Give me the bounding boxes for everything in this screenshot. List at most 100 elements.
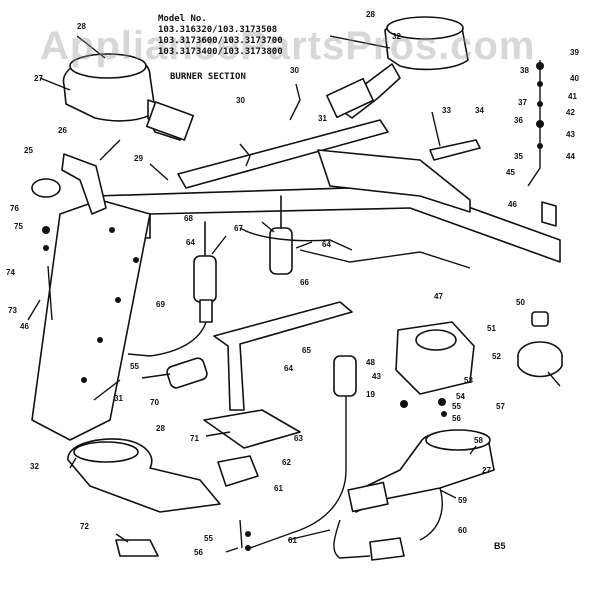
bracket-61	[369, 537, 405, 561]
callout-34: 34	[475, 106, 484, 115]
callout-69: 69	[156, 300, 165, 309]
callout-60: 60	[458, 526, 467, 535]
model-line-3: 103.3173400/103.3173800	[158, 47, 283, 57]
callout-55: 55	[130, 362, 139, 371]
bracket-45	[541, 201, 557, 227]
wire-30b	[239, 143, 251, 167]
callout-65: 65	[302, 346, 311, 355]
callout-59: 59	[458, 496, 467, 505]
cap-50	[531, 311, 549, 327]
frame-right	[317, 149, 471, 213]
callout-25: 25	[24, 146, 33, 155]
callout-56: 56	[452, 414, 461, 423]
burner-bottom-right	[347, 429, 495, 513]
callout-71: 71	[190, 434, 199, 443]
callout-30: 30	[290, 66, 299, 75]
callout-64: 64	[322, 240, 331, 249]
callout-56: 56	[194, 548, 203, 557]
callout-58: 58	[474, 436, 483, 445]
callout-55: 55	[204, 534, 213, 543]
callout-44: 44	[566, 152, 575, 161]
callout-27: 27	[482, 466, 491, 475]
callout-53: 53	[464, 376, 473, 385]
callout-27: 27	[34, 74, 43, 83]
callout-36: 36	[514, 116, 523, 125]
burner-top-right	[326, 16, 469, 119]
tube-67	[239, 227, 353, 251]
regulator-assembly	[395, 321, 475, 395]
callout-31: 31	[318, 114, 327, 123]
callout-35: 35	[514, 152, 523, 161]
callout-37: 37	[518, 98, 527, 107]
callout-40: 40	[570, 74, 579, 83]
callout-43: 43	[372, 372, 381, 381]
callout-42: 42	[566, 108, 575, 117]
callout-57: 57	[496, 402, 505, 411]
callout-46: 46	[20, 322, 29, 331]
callout-39: 39	[570, 48, 579, 57]
callout-31: 31	[114, 394, 123, 403]
section-title: BURNER SECTION	[170, 72, 246, 82]
callout-28: 28	[156, 424, 165, 433]
callout-72: 72	[80, 522, 89, 531]
bracket-26	[61, 153, 107, 215]
tube-69	[127, 321, 207, 357]
callout-45: 45	[506, 168, 515, 177]
callout-33: 33	[442, 106, 451, 115]
callout-68: 68	[184, 214, 193, 223]
callout-76: 76	[10, 204, 19, 213]
burner-bottom-left	[67, 438, 259, 513]
callout-38: 38	[520, 66, 529, 75]
valve-64-left	[193, 221, 217, 323]
page-code: B5	[494, 541, 506, 551]
mounting-plate-62	[203, 409, 301, 449]
callout-19: 19	[366, 390, 375, 399]
bracket-72	[115, 539, 159, 557]
callout-26: 26	[58, 126, 67, 135]
tube-59	[419, 487, 443, 541]
callout-61: 61	[288, 536, 297, 545]
tube-61-left	[239, 519, 243, 549]
solenoid-70	[166, 357, 208, 389]
model-line-2: 103.3173600/103.3173700	[158, 36, 283, 46]
callout-70: 70	[150, 398, 159, 407]
callout-41: 41	[568, 92, 577, 101]
model-line-1: 103.316320/103.3173508	[158, 25, 278, 35]
igniter-tube-34	[429, 139, 481, 161]
crossbar-31	[177, 119, 389, 189]
frame-left-46	[31, 199, 151, 441]
callout-73: 73	[8, 306, 17, 315]
stack-38-44	[527, 60, 541, 187]
callout-46: 46	[508, 200, 517, 209]
callout-75: 75	[14, 222, 23, 231]
wire-30	[289, 83, 301, 121]
callout-54: 54	[456, 392, 465, 401]
callout-32: 32	[392, 32, 401, 41]
callout-43: 43	[566, 130, 575, 139]
manifold-pipe-65	[213, 301, 353, 411]
model-label: Model No.	[158, 14, 207, 24]
burner-top-left	[62, 53, 195, 141]
callout-64: 64	[186, 238, 195, 247]
callout-66: 66	[300, 278, 309, 287]
tube-61-right	[333, 519, 371, 559]
callout-47: 47	[434, 292, 443, 301]
regulator-dome-52	[517, 341, 563, 378]
tube-63	[249, 396, 347, 549]
callout-62: 62	[282, 458, 291, 467]
callout-51: 51	[487, 324, 496, 333]
tube-66	[299, 249, 471, 269]
callout-48: 48	[366, 358, 375, 367]
callout-63: 63	[294, 434, 303, 443]
callout-28: 28	[77, 22, 86, 31]
callout-52: 52	[492, 352, 501, 361]
callout-67: 67	[234, 224, 243, 233]
callout-28: 28	[366, 10, 375, 19]
callout-55: 55	[452, 402, 461, 411]
igniter-25	[31, 178, 61, 198]
callout-74: 74	[6, 268, 15, 277]
callout-50: 50	[516, 298, 525, 307]
callout-30: 30	[236, 96, 245, 105]
